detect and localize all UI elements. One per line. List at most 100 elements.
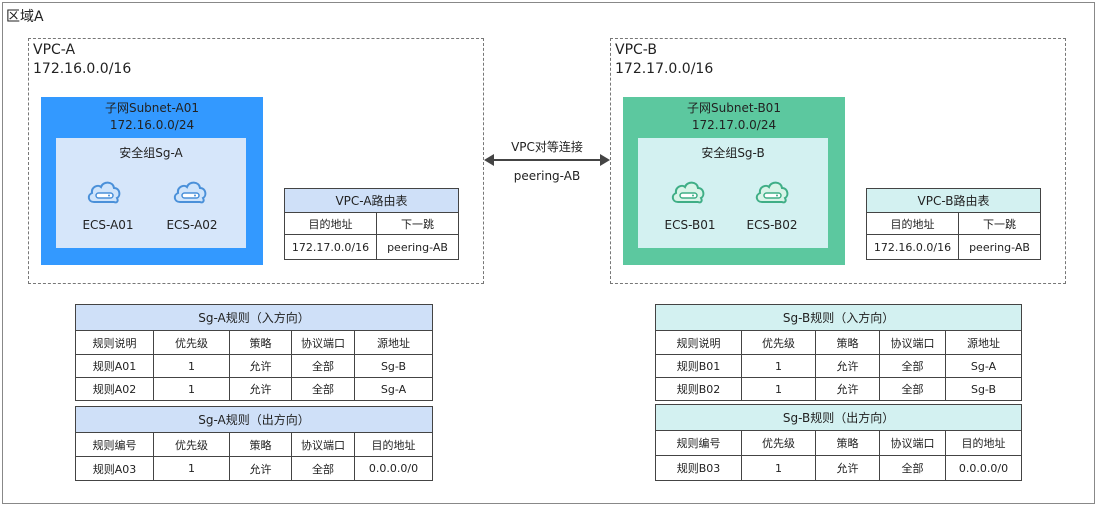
sg-b-inbound-rules: Sg-B规则（入方向） 规则说明 优先级 策略 协议端口 源地址 规则B01 1… — [654, 304, 1023, 401]
rule-cell: Sg-A — [944, 354, 1023, 378]
ecs-a02 — [170, 176, 220, 216]
subnet-b01-cidr: 172.17.0.0/24 — [691, 118, 777, 132]
column-header: 目的地址 — [284, 212, 377, 235]
column-header: 优先级 — [741, 430, 816, 456]
security-group-b — [638, 138, 828, 248]
subnet-a01-cidr: 172.16.0.0/24 — [109, 118, 195, 132]
rule-cell: Sg-B — [944, 377, 1023, 401]
ecs-b01 — [668, 176, 718, 216]
column-header: 规则编号 — [655, 430, 742, 456]
rule-cell: 1 — [153, 377, 230, 401]
region-title: 区域A — [6, 9, 44, 25]
route-table-title: VPC-B路由表 — [866, 188, 1041, 213]
column-header: 目的地址 — [866, 212, 959, 235]
column-header: 策略 — [229, 432, 292, 457]
rules-title: Sg-A规则（出方向） — [74, 406, 434, 433]
subnet-a01-name: 子网Subnet-A01 — [104, 101, 200, 115]
cloud-server-icon — [173, 181, 207, 204]
table-row: 规则A02 1 允许 全部 Sg-A — [75, 377, 434, 401]
rule-cell: 1 — [153, 456, 230, 481]
column-header: 下一跳 — [375, 212, 460, 235]
ecs-a01-label: ECS-A01 — [82, 218, 134, 232]
route-table-title: VPC-A路由表 — [283, 188, 460, 213]
table-row: 规则B03 1 允许 全部 0.0.0.0/0 — [655, 455, 1023, 481]
column-header: 优先级 — [153, 432, 230, 457]
rule-cell: 规则A03 — [75, 456, 154, 481]
rule-cell: 全部 — [291, 354, 355, 378]
rule-cell: 规则A02 — [75, 377, 154, 401]
column-header: 策略 — [815, 430, 880, 456]
ecs-b02-label: ECS-B02 — [746, 218, 798, 232]
rule-cell: 规则B02 — [655, 377, 742, 401]
rule-cell: 允许 — [229, 377, 292, 401]
column-header: 优先级 — [153, 330, 230, 355]
table-row: 规则B01 1 允许 全部 Sg-A — [655, 354, 1023, 378]
rule-cell: 0.0.0.0/0 — [944, 455, 1023, 481]
vpc-b-route-table: VPC-B路由表 目的地址 下一跳 172.16.0.0/16 peering-… — [866, 188, 1041, 260]
rule-cell: 1 — [741, 455, 816, 481]
table-row: 规则A03 1 允许 全部 0.0.0.0/0 — [75, 456, 434, 481]
rule-cell: 全部 — [291, 456, 355, 481]
rule-cell: 允许 — [229, 354, 292, 378]
peering-name: peering-AB — [513, 169, 581, 183]
column-header: 规则编号 — [75, 432, 154, 457]
vpc-a-name: VPC-A — [33, 42, 76, 58]
ecs-b02 — [752, 176, 802, 216]
column-header: 协议端口 — [291, 432, 355, 457]
rule-cell: 允许 — [229, 456, 292, 481]
sg-a-outbound-rules: Sg-A规则（出方向） 规则编号 优先级 策略 协议端口 目的地址 规则A03 … — [74, 406, 434, 481]
column-header: 规则说明 — [75, 330, 154, 355]
subnet-b01-name: 子网Subnet-B01 — [687, 101, 781, 115]
rule-cell: 全部 — [879, 354, 946, 378]
vpc-a-cidr: 172.16.0.0/16 — [33, 61, 132, 77]
rule-cell: 0.0.0.0/0 — [353, 456, 434, 481]
rule-cell: 规则B03 — [655, 455, 742, 481]
column-header: 目的地址 — [353, 432, 434, 457]
cloud-server-icon — [671, 181, 705, 204]
vpc-b-name: VPC-B — [615, 42, 657, 58]
cloud-server-icon — [755, 181, 789, 204]
vpc-b-cidr: 172.17.0.0/16 — [615, 61, 714, 77]
rules-title: Sg-A规则（入方向） — [74, 304, 434, 331]
column-header: 下一跳 — [958, 212, 1041, 235]
table-row: 规则A01 1 允许 全部 Sg-B — [75, 354, 434, 378]
rule-cell: Sg-A — [353, 377, 434, 401]
rule-cell: 规则A01 — [75, 354, 154, 378]
vpc-b-box — [610, 38, 1066, 284]
rule-cell: 1 — [153, 354, 230, 378]
peering-label: VPC对等连接 — [511, 140, 583, 154]
security-group-a — [56, 138, 246, 248]
vpc-a-box — [28, 38, 484, 284]
column-header: 协议端口 — [291, 330, 355, 355]
column-header: 协议端口 — [879, 430, 946, 456]
column-header: 目的地址 — [944, 430, 1023, 456]
ecs-a02-label: ECS-A02 — [166, 218, 218, 232]
rule-cell: 全部 — [879, 377, 946, 401]
route-next-hop: peering-AB — [958, 234, 1041, 260]
rule-cell: Sg-B — [353, 354, 434, 378]
vpc-a-route-table: VPC-A路由表 目的地址 下一跳 172.17.0.0/16 peering-… — [283, 188, 460, 260]
ecs-a01 — [84, 176, 134, 216]
column-header: 策略 — [815, 330, 880, 355]
rule-cell: 允许 — [815, 354, 880, 378]
rule-cell: 允许 — [815, 455, 880, 481]
rules-title: Sg-B规则（入方向） — [654, 304, 1023, 331]
rule-cell: 允许 — [815, 377, 880, 401]
column-header: 协议端口 — [879, 330, 946, 355]
rule-cell: 1 — [741, 377, 816, 401]
column-header: 优先级 — [741, 330, 816, 355]
ecs-b01-label: ECS-B01 — [664, 218, 716, 232]
route-destination: 172.17.0.0/16 — [284, 234, 377, 260]
column-header: 源地址 — [353, 330, 434, 355]
cloud-server-icon — [87, 181, 121, 204]
rule-cell: 全部 — [291, 377, 355, 401]
rule-cell: 1 — [741, 354, 816, 378]
rule-cell: 规则B01 — [655, 354, 742, 378]
rule-cell: 全部 — [879, 455, 946, 481]
sg-b-outbound-rules: Sg-B规则（出方向） 规则编号 优先级 策略 协议端口 目的地址 规则B03 … — [654, 404, 1023, 481]
double-arrow-icon — [484, 154, 610, 166]
route-destination: 172.16.0.0/16 — [866, 234, 959, 260]
sg-a-inbound-rules: Sg-A规则（入方向） 规则说明 优先级 策略 协议端口 源地址 规则A01 1… — [74, 304, 434, 401]
security-group-b-label: 安全组Sg-B — [701, 146, 765, 160]
